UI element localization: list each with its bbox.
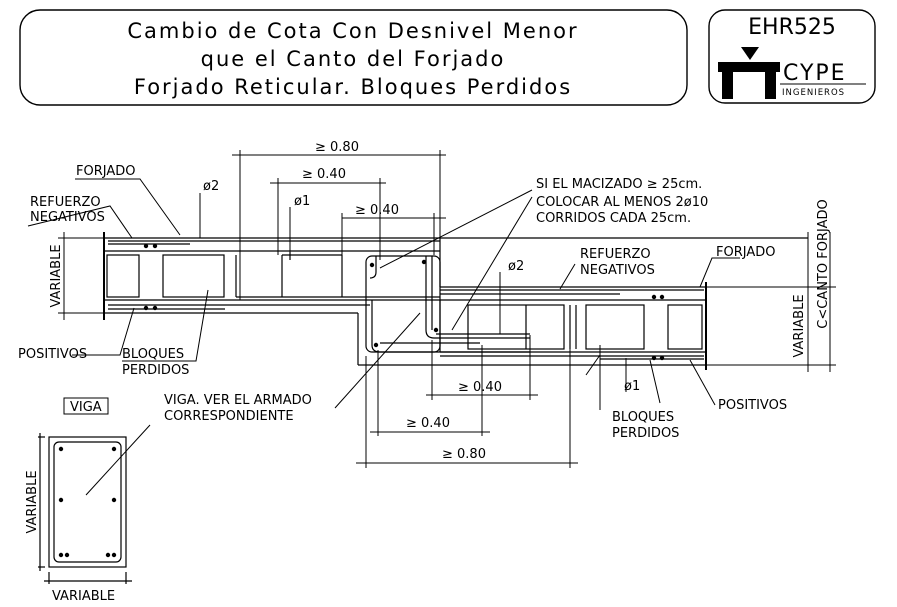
label-phi2-top: ø2 bbox=[203, 179, 219, 194]
label-bloques-left-2: PERDIDOS bbox=[122, 363, 189, 378]
label-refuerzo-left-1: REFUERZO bbox=[30, 195, 101, 210]
label-canto-right: C<CANTO FORJADO bbox=[816, 199, 831, 328]
title-frame bbox=[19, 9, 688, 106]
label-bloques-right-2: PERDIDOS bbox=[612, 426, 679, 441]
dim-bottom-040-b: ≥ 0.40 bbox=[406, 416, 450, 431]
side-dimensions bbox=[58, 232, 836, 372]
label-variable-right: VARIABLE bbox=[792, 294, 807, 357]
label-forjado-left: FORJADO bbox=[76, 164, 135, 179]
beam-section bbox=[38, 397, 151, 584]
upper-slab bbox=[103, 232, 808, 320]
label-bloques-right-1: BLOQUES bbox=[612, 410, 674, 425]
label-viga-note-2: CORRESPONDIENTE bbox=[164, 409, 294, 424]
label-positivos-right: POSITIVOS bbox=[718, 398, 787, 413]
dim-bottom-080: ≥ 0.80 bbox=[442, 447, 486, 462]
label-viga-tag: VIGA bbox=[70, 400, 102, 415]
dimension-lines-top bbox=[232, 150, 446, 300]
label-viga-variable-w: VARIABLE bbox=[52, 589, 115, 604]
dim-top-040-a: ≥ 0.40 bbox=[302, 167, 346, 182]
label-note-2: COLOCAR AL MENOS 2ø10 bbox=[536, 195, 708, 210]
label-phi1-top: ø1 bbox=[294, 194, 310, 209]
label-phi1-bottom: ø1 bbox=[624, 379, 640, 394]
title-line-3: Forjado Reticular. Bloques Perdidos bbox=[134, 75, 572, 99]
leader-lines bbox=[27, 178, 740, 410]
label-bloques-left-1: BLOQUES bbox=[122, 347, 184, 362]
logo-code: EHR525 bbox=[748, 15, 836, 40]
logo-brand: CYPE bbox=[783, 61, 847, 86]
title-line-2: que el Canto del Forjado bbox=[201, 47, 506, 71]
title-line-1: Cambio de Cota Con Desnivel Menor bbox=[127, 19, 578, 43]
label-refuerzo-left-2: NEGATIVOS bbox=[30, 210, 105, 225]
dim-top-040-b: ≥ 0.40 bbox=[355, 203, 399, 218]
logo-subtitle: INGENIEROS bbox=[782, 88, 845, 98]
label-viga-variable-h: VARIABLE bbox=[25, 470, 40, 533]
dimension-lines-bottom bbox=[356, 310, 578, 468]
rebar-dots bbox=[58, 243, 665, 558]
label-forjado-right: FORJADO bbox=[716, 245, 775, 260]
lower-slab bbox=[440, 282, 707, 370]
label-note-1: SI EL MACIZADO ≥ 25cm. bbox=[536, 177, 702, 192]
label-phi2-mid: ø2 bbox=[508, 259, 524, 274]
dim-bottom-040-a: ≥ 0.40 bbox=[458, 380, 502, 395]
dim-top-080: ≥ 0.80 bbox=[315, 140, 359, 155]
label-refuerzo-right-1: REFUERZO bbox=[580, 247, 651, 262]
cype-logo bbox=[708, 9, 876, 104]
label-positivos-left: POSITIVOS bbox=[18, 347, 87, 362]
label-viga-note-1: VIGA. VER EL ARMADO bbox=[164, 393, 312, 408]
label-note-3: CORRIDOS CADA 25cm. bbox=[536, 211, 691, 226]
label-variable-left: VARIABLE bbox=[49, 244, 64, 307]
label-refuerzo-right-2: NEGATIVOS bbox=[580, 263, 655, 278]
